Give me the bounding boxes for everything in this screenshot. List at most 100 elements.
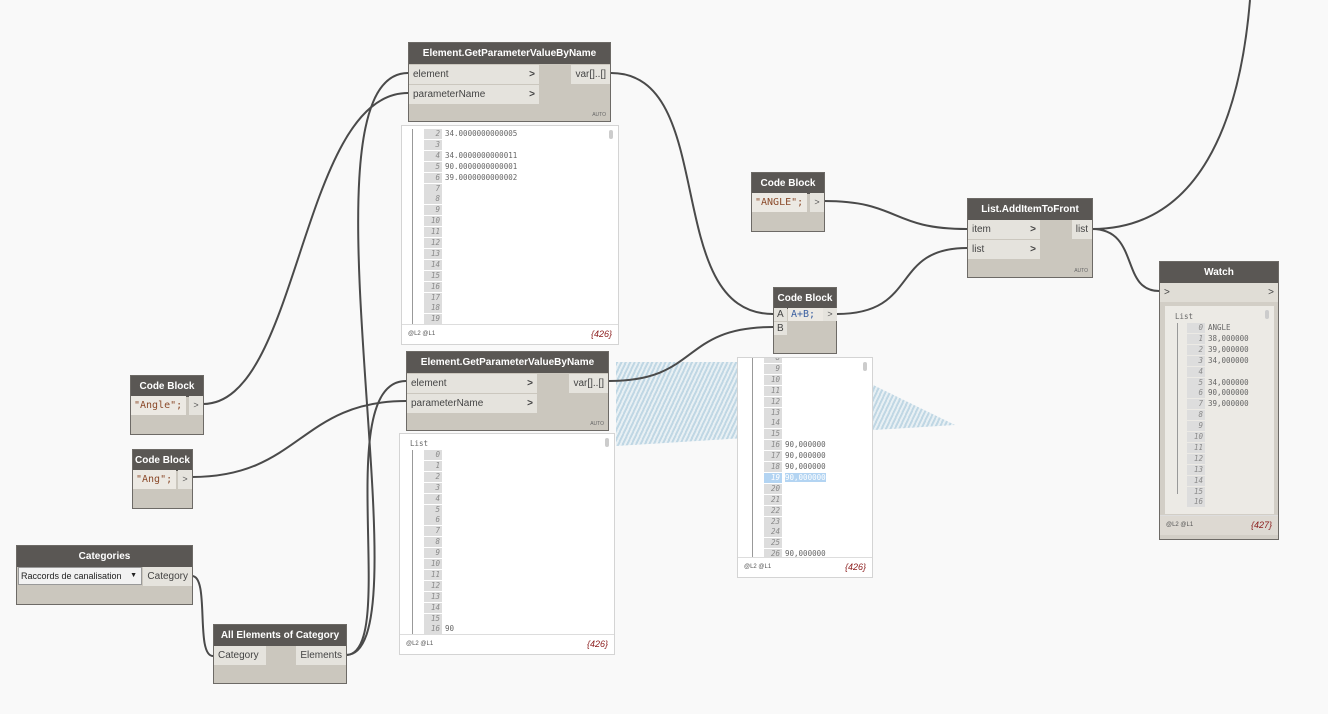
list-item[interactable]: 14 — [1187, 475, 1208, 486]
node-code-block-angle-upper[interactable]: Code Block "ANGLE"; > — [751, 172, 825, 232]
list-item[interactable]: 1 — [424, 460, 445, 471]
scrollbar[interactable] — [605, 438, 609, 447]
list-item[interactable]: 2 — [424, 471, 445, 482]
list-item[interactable]: 12 — [424, 580, 445, 591]
list-item[interactable]: 10 — [424, 216, 445, 227]
input-a[interactable]: A — [774, 308, 787, 321]
input-item[interactable]: item> — [968, 220, 1040, 239]
list-item[interactable]: 10 — [424, 559, 445, 569]
list-item[interactable]: 0 — [424, 450, 445, 460]
list-item[interactable]: 21 — [764, 494, 785, 505]
list-item[interactable]: 10 — [764, 374, 785, 385]
list-item[interactable]: 10 — [1187, 432, 1208, 442]
list-item[interactable]: 14 — [424, 602, 445, 613]
list-item[interactable]: 14 — [424, 259, 445, 270]
code-editor[interactable]: "Ang"; — [133, 470, 176, 489]
list-item[interactable]: 24 — [764, 527, 785, 538]
input-category[interactable]: Category — [214, 646, 266, 665]
output-port[interactable]: > — [823, 308, 837, 321]
list-item[interactable]: 7 — [424, 183, 445, 194]
code-editor[interactable]: "Angle"; — [131, 396, 186, 415]
output-var[interactable]: var[]..[] — [571, 65, 610, 84]
output-port[interactable]: > — [189, 396, 203, 415]
list-item[interactable]: 15 — [424, 270, 445, 281]
list-item[interactable]: 11 — [1187, 442, 1208, 453]
list-item[interactable]: 22 — [764, 505, 785, 516]
list-item[interactable]: 13 — [424, 591, 445, 602]
list-item[interactable]: 15 — [1187, 486, 1208, 497]
scrollbar[interactable] — [1265, 310, 1269, 319]
list-item[interactable]: 8 — [764, 358, 785, 363]
list-item[interactable]: 20 — [764, 483, 785, 494]
input-b[interactable]: B — [774, 322, 787, 335]
list-item[interactable]: 11 — [764, 385, 785, 396]
list-item[interactable]: 13 — [764, 407, 785, 418]
list-item[interactable]: 18 — [424, 303, 445, 314]
list-item[interactable]: 15 — [764, 429, 785, 440]
list-item[interactable]: 16 — [424, 281, 445, 292]
output-port[interactable]: > — [810, 193, 824, 212]
list-item[interactable]: 9 — [424, 205, 445, 216]
code-editor[interactable]: "ANGLE"; — [752, 193, 807, 212]
category-dropdown[interactable]: Raccords de canalisation▼ — [18, 567, 142, 585]
list-item[interactable]: 16 — [1187, 497, 1208, 508]
output-var[interactable]: var[]..[] — [569, 374, 608, 393]
list-item[interactable]: 9 — [764, 363, 785, 374]
list-item[interactable]: 4 — [1187, 366, 1208, 377]
scrollbar[interactable] — [863, 362, 867, 371]
node-get-parameter-value-2[interactable]: Element.GetParameterValueByName element>… — [406, 351, 609, 431]
output-port[interactable]: > — [178, 470, 192, 489]
list-item[interactable]: 6 — [424, 515, 445, 526]
list-item[interactable]: 7 — [424, 526, 445, 537]
list-item[interactable]: 8 — [1187, 410, 1208, 421]
input-port[interactable]: >> — [1160, 283, 1278, 302]
node-code-block-angle[interactable]: Code Block "Angle"; > — [130, 375, 204, 435]
input-parametername[interactable]: parameterName> — [409, 85, 539, 104]
list-item[interactable]: 3 — [424, 482, 445, 493]
output-list[interactable]: list — [1071, 220, 1092, 239]
list-item[interactable]: 4 — [424, 493, 445, 504]
output-elements[interactable]: Elements — [296, 646, 346, 665]
input-element[interactable]: element> — [407, 374, 537, 393]
list-item[interactable]: 12 — [764, 396, 785, 407]
list-item[interactable]: 12 — [424, 238, 445, 248]
output-category[interactable]: Category — [143, 567, 192, 586]
scrollbar[interactable] — [609, 130, 613, 139]
list-item[interactable]: 12 — [1187, 453, 1208, 464]
node-code-block-sum[interactable]: Code Block A B A+B; > — [773, 287, 837, 354]
list-item[interactable]: 13 — [1187, 464, 1208, 475]
output-port[interactable]: > — [1268, 287, 1274, 298]
node-all-elements-of-category[interactable]: All Elements of Category Category Elemen… — [213, 624, 347, 684]
list-item[interactable]: 13 — [424, 248, 445, 259]
code-editor[interactable]: A+B; — [788, 308, 823, 321]
list-item[interactable]: 11 — [424, 569, 445, 580]
list-item[interactable]: 15 — [424, 613, 445, 624]
list-item[interactable]: 8 — [424, 194, 445, 205]
node-list-add-item-to-front[interactable]: List.AddItemToFront item> list> list AUT… — [967, 198, 1093, 278]
list-item[interactable]: 9 — [424, 548, 445, 559]
input-list[interactable]: list> — [968, 240, 1040, 259]
list-item[interactable]: 11 — [424, 227, 445, 238]
input-element[interactable]: element> — [409, 65, 539, 84]
list-item[interactable]: 3 — [424, 139, 445, 150]
list-item[interactable]: 14 — [764, 418, 785, 429]
